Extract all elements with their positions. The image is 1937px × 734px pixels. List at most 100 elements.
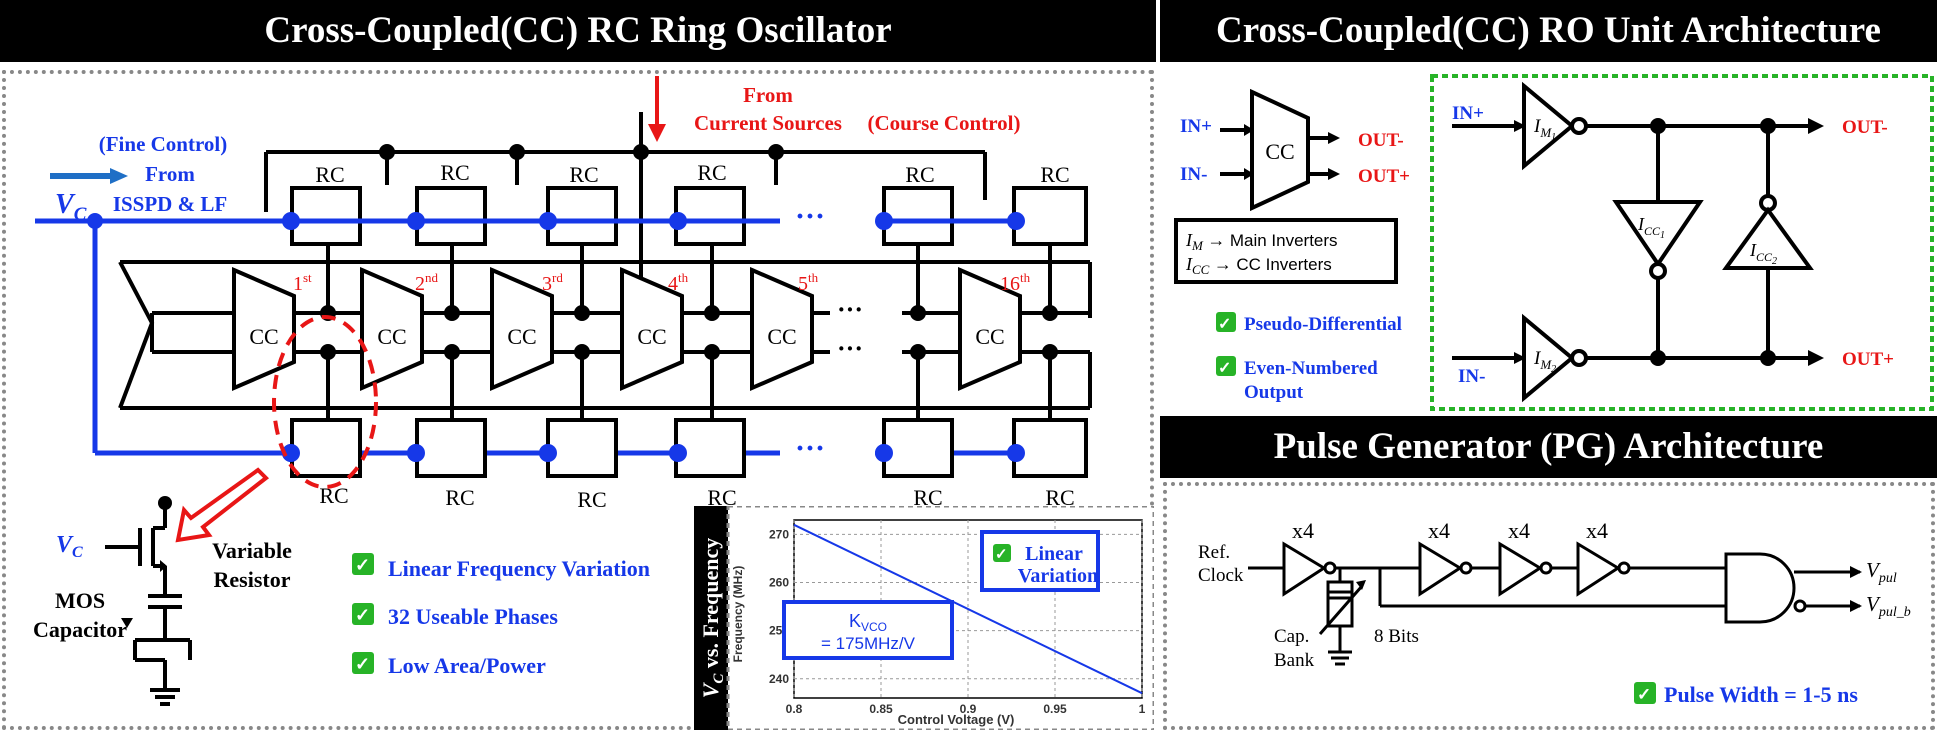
inv-label-cc2: ICC2 (1749, 240, 1777, 267)
stage-label-1: 1st (293, 270, 312, 295)
cc-stage-16: CC (975, 324, 1004, 349)
cc-unit-architecture-diagram: CC IN+ IN- OUT- OUT+ IM → Main Inverters… (1174, 74, 1934, 411)
kvco-box (782, 600, 954, 660)
chart-side-title: VC vs. Frequency (698, 538, 727, 699)
stage-label-3: 3rd (542, 270, 563, 295)
rc-bottom-6: RC (1045, 485, 1074, 510)
left-title-banner: Cross-Coupled(CC) RC Ring Oscillator (0, 0, 1156, 62)
fine-control-from: From (145, 162, 195, 186)
chart-xtick-4: 1 (1139, 702, 1146, 716)
feature-3: Low Area/Power (388, 653, 546, 678)
inv-label-cc1: ICC1 (1637, 214, 1665, 241)
chart-xtick-1: 0.85 (869, 702, 893, 716)
cap-bank-label-1: Cap. (1274, 626, 1309, 647)
legend-main: IM → Main Inverters (1185, 230, 1338, 253)
mos-capacitor-label-2: Capacitor (33, 617, 127, 642)
variable-resistor-label-1: Variable (212, 538, 292, 563)
chart-ytick-3: 270 (769, 527, 789, 541)
legend-cc: ICC → CC Inverters (1185, 254, 1332, 277)
vc-frequency-chart: VC vs. Frequency Frequency (MHz) Control… (694, 506, 1154, 730)
svg-text:✓: ✓ (1637, 685, 1651, 704)
box-out-plus: OUT+ (1358, 166, 1410, 187)
stage-label-5: 5th (798, 270, 819, 295)
detail-out-plus: OUT+ (1842, 349, 1894, 370)
detail-in-minus: IN- (1458, 366, 1485, 387)
x4-label-2: x4 (1428, 518, 1450, 543)
chart-xtick-0: 0.8 (786, 702, 803, 716)
stage-label-4: 4th (668, 270, 689, 295)
linear-variation-label-1: Linear (1025, 543, 1083, 565)
box-in-plus: IN+ (1180, 116, 1212, 137)
bottom-ellipsis: ··· (795, 432, 825, 465)
chart-ytick-2: 260 (769, 576, 789, 590)
fine-control-arrow-icon (110, 168, 128, 184)
svg-text:✓: ✓ (995, 547, 1008, 563)
current-sources-label: Current Sources (694, 111, 842, 135)
kvco-value: = 175MHz/V (821, 634, 916, 653)
kvco-label: KVCO (849, 611, 887, 634)
svg-text:✓: ✓ (355, 605, 370, 625)
legend-box (1174, 218, 1398, 284)
pg-panel-frame (1163, 482, 1935, 730)
rc-top-1: RC (315, 162, 344, 187)
mos-capacitor-label-1: MOS (55, 588, 105, 613)
svg-text:✓: ✓ (1218, 360, 1231, 377)
chart-series-line (793, 523, 1143, 695)
rc-top-6: RC (1040, 162, 1069, 187)
zoom-arrow-icon (175, 467, 270, 543)
cc-stage-5: CC (767, 324, 796, 349)
cc-unit-label: CC (1265, 139, 1294, 164)
svg-text:✓: ✓ (1218, 316, 1231, 333)
unit-feature-2: Even-Numbered (1244, 358, 1378, 379)
ring-oscillator-diagram: (Fine Control) From ISSPD & LF VC From C… (33, 76, 1092, 706)
left-panel-frame (2, 70, 1154, 730)
chart-ytick-0: 240 (769, 672, 789, 686)
v-pul-b-label: Vpul_b (1866, 592, 1911, 620)
x4-label-4: x4 (1586, 518, 1608, 543)
ref-clock-label-2: Clock (1198, 565, 1244, 586)
feature-list: ✓ Linear Frequency Variation ✓ 32 Useabl… (352, 553, 650, 678)
chart-xtick-2: 0.9 (960, 702, 977, 716)
course-control-label: (Course Control) (867, 111, 1020, 135)
chart-xlabel: Control Voltage (V) (898, 712, 1015, 727)
fine-control-label: (Fine Control) (99, 132, 228, 156)
cc-stage-1: CC (249, 324, 278, 349)
bits-label: 8 Bits (1374, 626, 1419, 647)
x4-label-3: x4 (1508, 518, 1530, 543)
chart-xtick-3: 0.95 (1043, 702, 1067, 716)
v-pul-label: Vpul (1866, 558, 1897, 586)
detail-out-minus: OUT- (1842, 117, 1888, 138)
feature-1: Linear Frequency Variation (388, 556, 650, 581)
rc-top-4: RC (697, 160, 726, 185)
pulse-width-label: Pulse Width = 1-5 ns (1664, 682, 1858, 707)
unit-title-banner: Cross-Coupled(CC) RO Unit Architecture (1160, 0, 1937, 62)
linear-variation-label-2: Variation (1018, 565, 1098, 587)
mid-ellipsis-top: ··· (837, 295, 863, 324)
stage-label-16: 16th (1000, 270, 1031, 295)
cc-stage-3: CC (507, 324, 536, 349)
chart-ylabel: Frequency (MHz) (731, 566, 745, 663)
pg-title-banner: Pulse Generator (PG) Architecture (1160, 416, 1937, 478)
current-sources-from: From (743, 83, 793, 107)
box-in-minus: IN- (1180, 164, 1207, 185)
top-ellipsis: ··· (795, 200, 825, 233)
unit-feature-3: Output (1244, 382, 1304, 403)
rc-top-2: RC (440, 160, 469, 185)
box-out-minus: OUT- (1358, 130, 1404, 151)
feature-2: 32 Useable Phases (388, 604, 558, 629)
rc-bottom-2: RC (445, 485, 474, 510)
rc-top-3: RC (569, 162, 598, 187)
pulse-generator-diagram: Ref. Clock x4 x4 x4 x4 Cap. (1198, 518, 1911, 707)
ref-clock-label-1: Ref. (1198, 542, 1230, 563)
rc-bottom-3: RC (577, 487, 606, 512)
mos-vc-label: VC (56, 532, 83, 561)
svg-text:✓: ✓ (355, 555, 370, 575)
inv-label-m1: IM1 (1533, 116, 1556, 143)
mid-ellipsis-bottom: ··· (837, 334, 863, 363)
cc-stage-4: CC (637, 324, 666, 349)
x4-label-1: x4 (1292, 518, 1314, 543)
cap-bank-label-2: Bank (1274, 650, 1315, 671)
fine-control-source: ISSPD & LF (113, 192, 227, 216)
cc-stage-2: CC (377, 324, 406, 349)
course-control-arrow-icon (648, 124, 666, 142)
